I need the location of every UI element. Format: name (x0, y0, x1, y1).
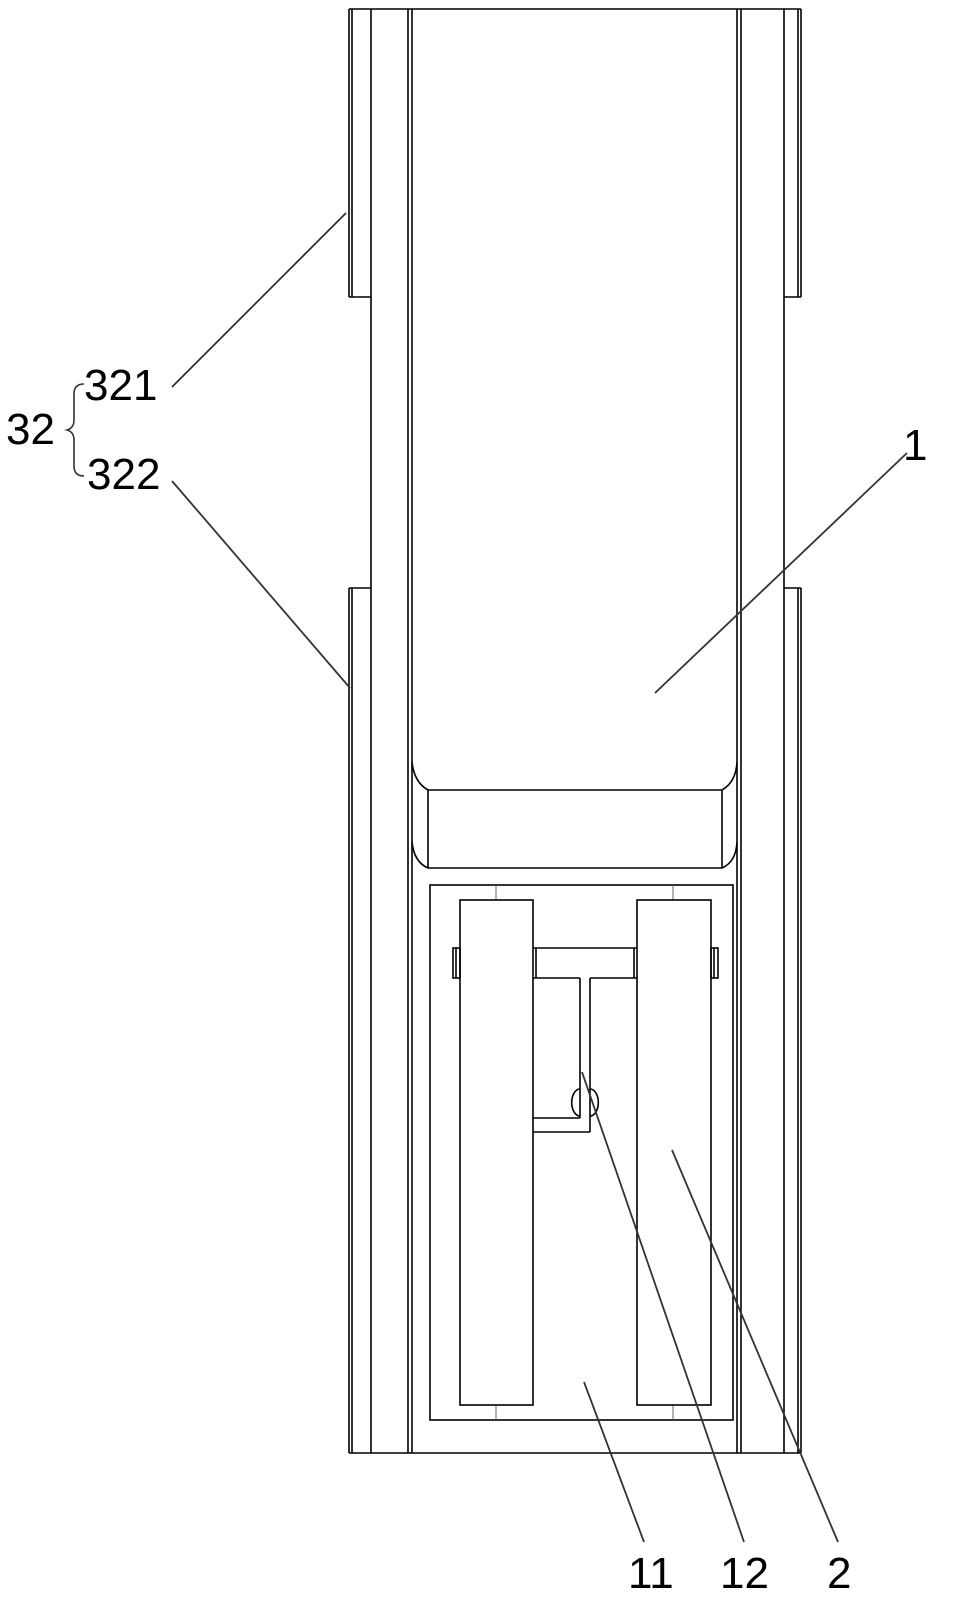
leader-12 (581, 1071, 745, 1543)
label-1: 1 (903, 421, 927, 470)
left-flange-322 (348, 587, 371, 1453)
group-brace (64, 383, 85, 477)
label-32: 32 (6, 405, 55, 454)
leader-lines (171, 212, 908, 1543)
label-12: 12 (720, 1549, 769, 1597)
t-bar-part-12 (533, 947, 637, 1133)
left-flange-321 (348, 9, 371, 298)
right-flange-upper (784, 9, 802, 298)
leader-2 (671, 1149, 839, 1543)
leader-321 (171, 212, 347, 388)
container-part-1 (411, 761, 738, 869)
roller-right-part-2 (636, 899, 719, 1406)
label-2: 2 (827, 1549, 851, 1597)
label-322: 322 (87, 450, 160, 499)
leader-11 (583, 1381, 645, 1543)
label-321: 321 (84, 361, 157, 410)
leader-322 (171, 480, 351, 689)
right-flange-lower (784, 587, 802, 1453)
frame (349, 8, 801, 1454)
label-11: 11 (628, 1549, 674, 1597)
leader-1 (654, 452, 908, 694)
roller-left (452, 899, 534, 1406)
inner-housing-part-11 (429, 884, 734, 1421)
